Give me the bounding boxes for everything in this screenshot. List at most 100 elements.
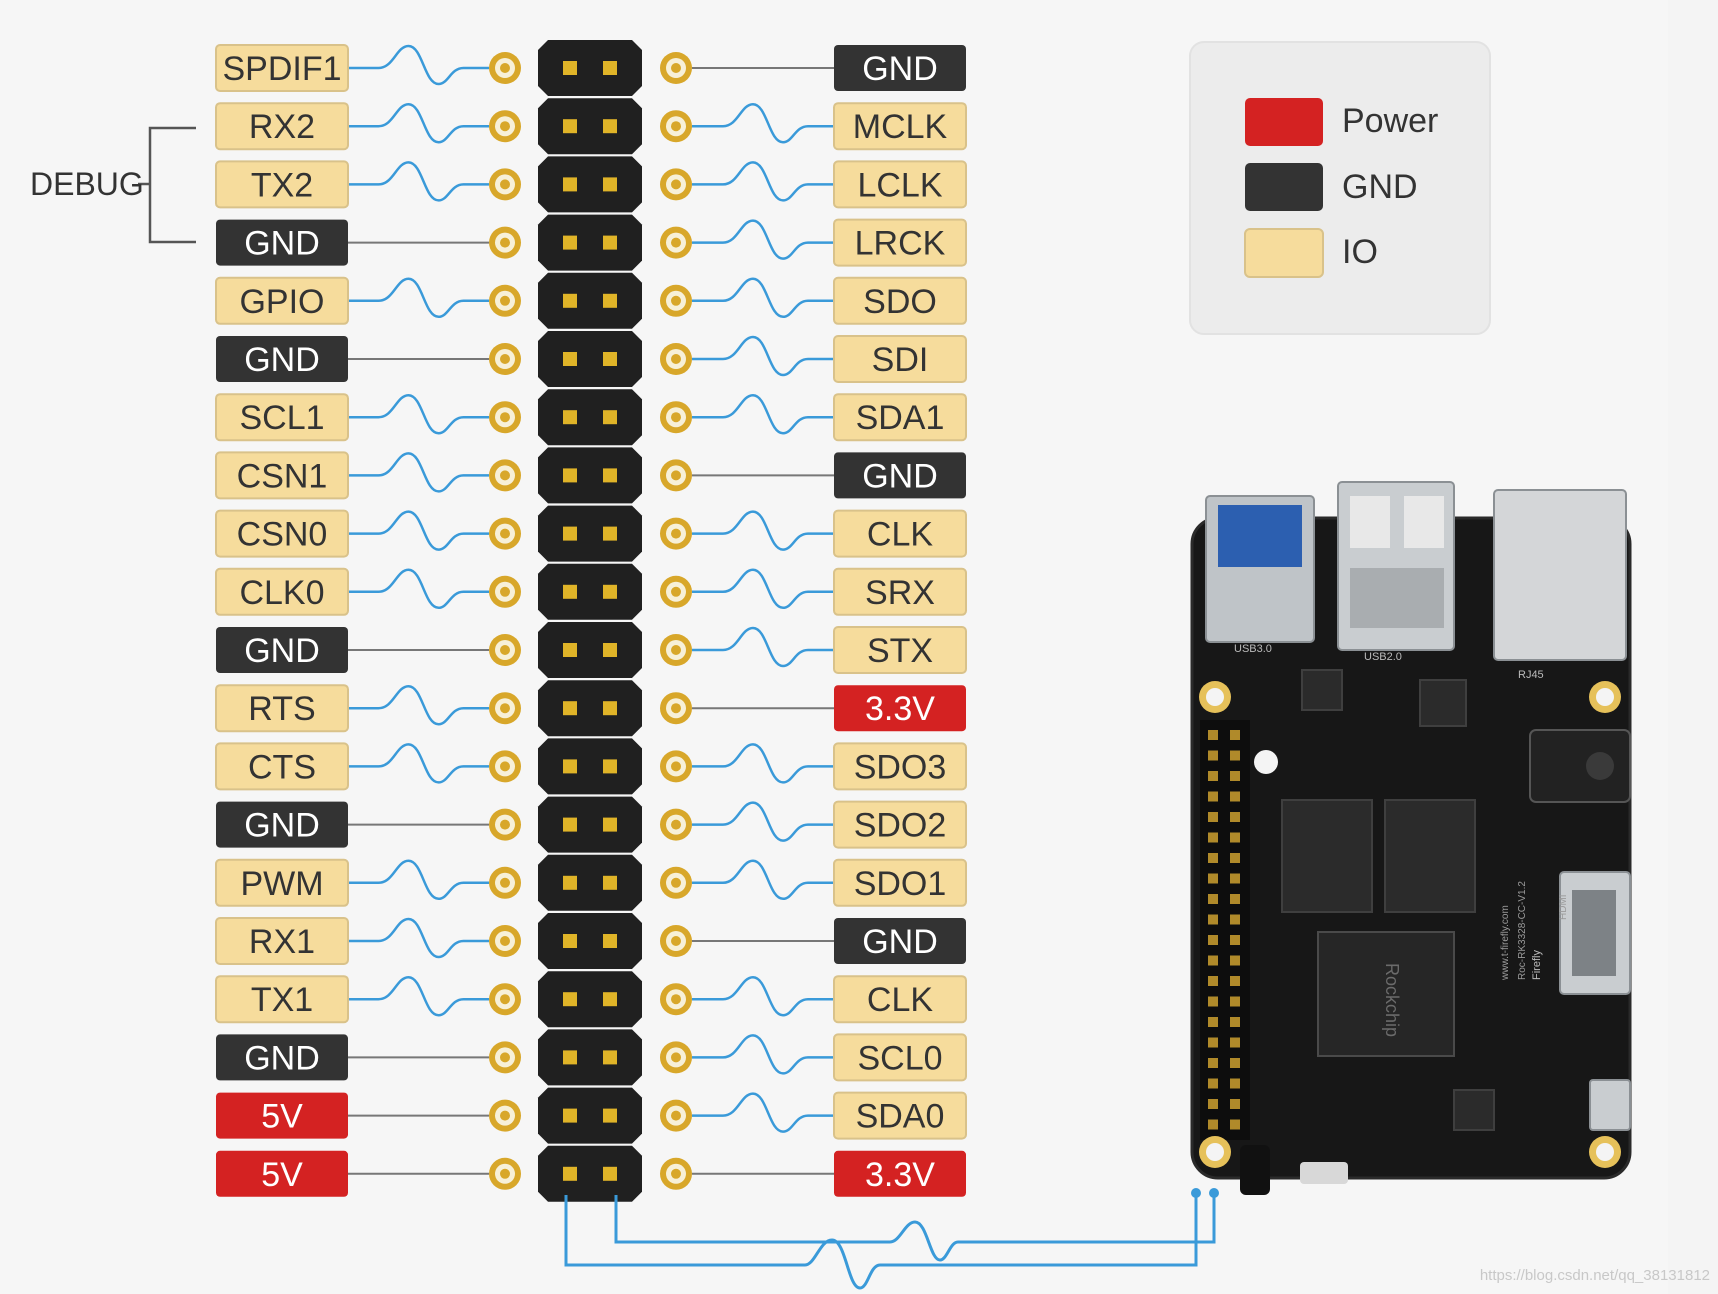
board-gpio-pin — [1230, 750, 1240, 761]
header-pin — [563, 817, 577, 832]
right-pin-box — [833, 335, 967, 383]
board-gpio-pin — [1230, 873, 1240, 884]
right-pin-box — [833, 1091, 967, 1140]
wires-layer — [348, 44, 834, 1175]
left-pin-label: CSN1 — [237, 457, 328, 495]
right-pin-label: SDI — [872, 341, 929, 379]
pin-pad-center — [500, 412, 510, 423]
board-gpio-pin — [1230, 976, 1240, 986]
header-pin — [603, 177, 617, 192]
left-pin-label: GND — [244, 807, 320, 845]
header-segment — [538, 331, 642, 387]
board-button — [1300, 1162, 1348, 1184]
header-pin — [603, 934, 617, 948]
header-pin — [603, 468, 617, 483]
usb3-label: USB3.0 — [1234, 643, 1272, 655]
right-pin-label: SRX — [865, 574, 935, 612]
header-pin — [603, 1108, 617, 1123]
header-segment — [538, 971, 642, 1028]
board-gpio-pin — [1208, 1037, 1218, 1048]
left-pin-label: RX2 — [249, 108, 315, 146]
right-pin-label: SDO2 — [854, 807, 947, 845]
header-pin — [563, 992, 577, 1007]
header-pin — [603, 992, 617, 1007]
right-pin-label: 3.3V — [865, 690, 935, 728]
header-segment — [538, 1087, 642, 1144]
pin-pad-center — [671, 237, 681, 248]
rj45-port — [1493, 489, 1627, 661]
ir-receiver — [1240, 1145, 1270, 1195]
left-pin-box — [216, 336, 348, 382]
left-pin-label: SPDIF1 — [222, 50, 341, 88]
header-pin — [563, 759, 577, 774]
soc-chip — [1317, 931, 1455, 1057]
left-pin-box — [215, 567, 349, 616]
board-gpio-pin — [1208, 1078, 1218, 1089]
board-gpio-pins — [1208, 730, 1240, 1130]
pin-pad-center — [671, 528, 681, 539]
board-gpio-pin — [1230, 914, 1240, 925]
header-pin — [603, 643, 617, 657]
right-pin-box — [833, 509, 967, 558]
board-gpio-pin — [1230, 996, 1240, 1007]
header-pin — [603, 119, 617, 134]
right-pin-label: SDO1 — [854, 865, 947, 903]
signal-wire — [692, 743, 834, 784]
left-pin-box — [215, 975, 349, 1024]
left-pin-label: CTS — [248, 748, 316, 786]
board-gpio-pin — [1208, 1119, 1218, 1130]
pin-pad-center — [671, 63, 681, 73]
board-gpio-pin — [1230, 1017, 1240, 1027]
header-pin — [603, 759, 617, 774]
signal-wire — [348, 975, 489, 1017]
signal-wire — [692, 335, 834, 377]
left-pin-box — [216, 627, 348, 673]
signal-wire — [348, 859, 489, 901]
header-pin — [563, 584, 577, 599]
signal-wire — [348, 393, 489, 435]
left-pin-box — [215, 684, 349, 733]
pin-pad-center — [671, 877, 681, 888]
pin-pad-center — [500, 63, 510, 73]
pcb-text-2: www.t-firefly.com — [1500, 905, 1511, 981]
signal-wire — [348, 452, 489, 493]
right-pin-box — [833, 800, 967, 849]
signal-wire — [348, 161, 489, 202]
left-pin-labels: SPDIF1RX2TX2GNDGPIOGNDSCL1CSN1CSN0CLK0GN… — [215, 44, 521, 1197]
signal-wire — [692, 1034, 834, 1075]
header-pin — [603, 410, 617, 425]
signal-wire — [692, 975, 834, 1017]
pin-pad-center — [500, 179, 510, 190]
pin-pad-center — [500, 703, 510, 714]
pin-pad-center — [500, 1110, 510, 1121]
left-pin-box — [215, 393, 349, 442]
left-pin-label: PWM — [240, 865, 323, 903]
signal-wire — [692, 859, 834, 901]
header-segment — [538, 40, 642, 96]
left-pin-label: CLK0 — [239, 574, 324, 612]
left-pin-box — [216, 801, 348, 848]
legend-box — [1189, 41, 1491, 335]
left-pin-box — [215, 917, 349, 965]
board-wire-dot-1 — [1191, 1188, 1201, 1198]
right-pin-label: STX — [867, 632, 933, 670]
board-gpio-pin — [1208, 812, 1218, 822]
signal-wire — [348, 743, 489, 784]
header-pin — [603, 875, 617, 890]
header-pin — [563, 875, 577, 890]
right-pin-box — [833, 567, 967, 616]
signal-wire — [348, 44, 489, 86]
header-segment — [538, 622, 642, 678]
header-pin — [563, 293, 577, 308]
header-segment — [538, 796, 642, 853]
header-segment — [538, 447, 642, 504]
legend-swatch-io — [1244, 228, 1324, 278]
header-segment — [538, 214, 642, 271]
pin-pad-center — [671, 1052, 681, 1063]
header-pin — [603, 1050, 617, 1065]
board-gpio-pin — [1208, 955, 1218, 966]
right-pin-box — [833, 1033, 967, 1082]
board-gpio-pin — [1230, 955, 1240, 966]
header-segment — [538, 680, 642, 737]
left-pin-box — [215, 451, 349, 500]
